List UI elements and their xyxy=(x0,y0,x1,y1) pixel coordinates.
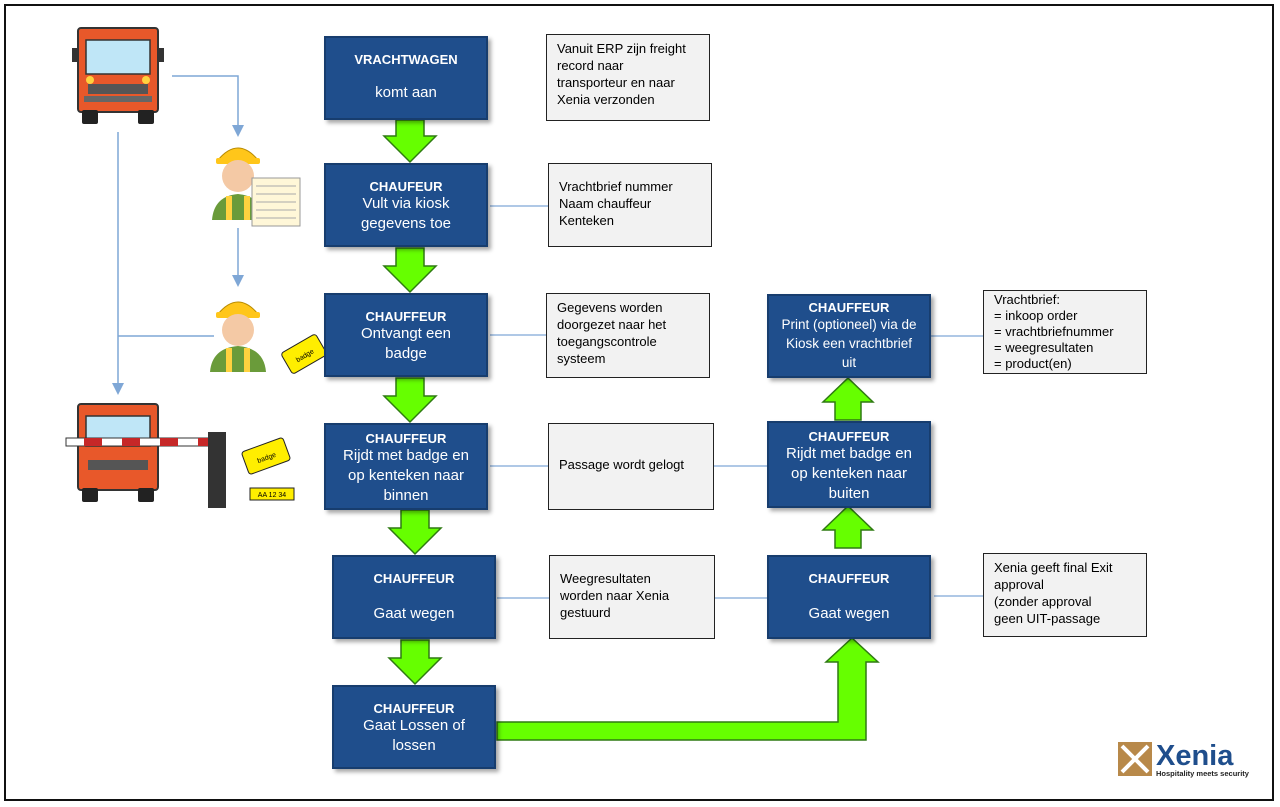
step-truck-arrives: VRACHTWAGEN komt aan xyxy=(324,36,488,120)
badge-icon-2: badge xyxy=(241,437,291,475)
note-weigh-results: Weegresultaten worden naar Xenia gestuur… xyxy=(549,555,715,639)
note-line: Weegresultaten xyxy=(560,571,651,586)
step-drive-in: CHAUFFEUR Rijdt met badge en op kenteken… xyxy=(324,423,488,510)
note-line: Vrachtbrief nummer xyxy=(559,179,673,194)
step-header: CHAUFFEUR xyxy=(808,300,890,315)
note-line: Passage wordt gelogt xyxy=(559,457,685,472)
license-plate-icon: AA 12 34 xyxy=(249,487,295,501)
note-line: worden naar Xenia xyxy=(560,588,670,603)
step-unload: CHAUFFEUR Gaat Lossen of lossen xyxy=(332,685,496,769)
note-line: Xenia verzonden xyxy=(557,92,655,107)
step-drive-out: CHAUFFEUR Rijdt met badge en op kenteken… xyxy=(767,421,931,508)
step-body: Gaat wegen xyxy=(373,605,455,622)
note-line: gestuurd xyxy=(560,605,611,620)
arrow-down-5 xyxy=(387,639,443,686)
step-kiosk-entry: CHAUFEUR Vult via kiosk gegevens toe xyxy=(324,163,488,247)
note-line: doorgezet naar het xyxy=(557,317,667,332)
step-body: Gaat Lossen of lossen xyxy=(363,717,465,754)
step-body: komt aan xyxy=(375,84,437,101)
note-line: Vanuit ERP zijn freight xyxy=(557,41,686,56)
note-line: approval xyxy=(994,577,1044,592)
note-line: Kenteken xyxy=(559,213,614,228)
note-passage: Passage wordt gelogt xyxy=(548,423,714,510)
arrow-up-2 xyxy=(821,376,875,421)
note-line: geen UIT-passage xyxy=(994,611,1101,626)
note-line: = product(en) xyxy=(994,356,1072,371)
arrow-down-1 xyxy=(382,119,438,164)
note-line: = weegresultaten xyxy=(994,340,1094,355)
xenia-logo-icon xyxy=(1118,742,1152,776)
step-header: CHAUFFEUR xyxy=(365,431,447,446)
svg-text:AA 12 34: AA 12 34 xyxy=(258,492,287,499)
note-line: transporteur en naar xyxy=(557,75,675,90)
note-line: toegangscontrole xyxy=(557,334,657,349)
note-erp: Vanuit ERP zijn freight record naar tran… xyxy=(546,34,710,121)
step-print-waybill: CHAUFFEUR Print (optioneel) via de Kiosk… xyxy=(767,294,931,378)
note-line: Vrachtbrief: xyxy=(994,292,1060,307)
note-line: systeem xyxy=(557,351,606,366)
note-line: Xenia geeft final Exit xyxy=(994,560,1113,575)
worker-icon xyxy=(212,147,264,220)
step-header: CHAUFFEUR xyxy=(808,571,890,586)
arrow-down-2 xyxy=(382,247,438,294)
step-header: CHAUFEUR xyxy=(369,179,443,194)
step-header: CHAUFFEUR xyxy=(808,429,890,444)
note-waybill-contents: Vrachtbrief: = inkoop order = vrachtbrie… xyxy=(983,290,1147,374)
worker-icon-2 xyxy=(210,301,266,372)
note-exit-approval: Xenia geeft final Exit approval (zonder … xyxy=(983,553,1147,637)
step-header: CHAUFFEUR xyxy=(373,701,455,716)
step-weigh-in: CHAUFFEUR Gaat wegen xyxy=(332,555,496,639)
note-access-control: Gegevens worden doorgezet naar het toega… xyxy=(546,293,710,378)
document-icon xyxy=(251,177,301,227)
note-connectors xyxy=(490,205,983,599)
arrow-down-4 xyxy=(387,509,443,556)
truck-icon xyxy=(72,27,164,124)
barrier-icon xyxy=(65,403,226,508)
logo-name: Xenia xyxy=(1156,740,1234,772)
arrow-down-3 xyxy=(382,377,438,424)
left-flow-lines xyxy=(112,75,244,395)
step-body: Rijdt met badge en op kenteken naar buit… xyxy=(786,445,912,502)
step-body: Vult via kiosk gegevens toe xyxy=(360,195,452,232)
step-body: Ontvangt een badge xyxy=(360,325,452,362)
green-arrows xyxy=(382,119,880,741)
note-line: record naar xyxy=(557,58,624,73)
step-header: VRACHTWAGEN xyxy=(354,52,458,67)
step-body: Rijdt met badge en op kenteken naar binn… xyxy=(343,447,469,504)
note-line: (zonder approval xyxy=(994,594,1092,609)
arrow-return xyxy=(496,636,880,741)
note-kiosk: Vrachtbrief nummer Naam chauffeur Kentek… xyxy=(548,163,712,247)
note-line: Naam chauffeur xyxy=(559,196,652,211)
step-body: Print (optioneel) via de Kiosk een vrach… xyxy=(781,317,917,370)
step-body: Gaat wegen xyxy=(808,605,890,622)
diagram-frame xyxy=(4,4,1274,801)
step-header: CHAUFFEUR xyxy=(373,571,455,586)
step-weigh-out: CHAUFFEUR Gaat wegen xyxy=(767,555,931,639)
note-line: = inkoop order xyxy=(994,308,1078,323)
note-line: = vrachtbriefnummer xyxy=(994,324,1114,339)
badge-icon: badge xyxy=(281,334,327,374)
logo-tagline: Hospitality meets security xyxy=(1156,769,1249,778)
arrow-up-1 xyxy=(821,504,875,549)
step-header: CHAUFFEUR xyxy=(365,309,447,324)
step-receive-badge: CHAUFFEUR Ontvangt een badge xyxy=(324,293,488,377)
note-line: Gegevens worden xyxy=(557,300,663,315)
